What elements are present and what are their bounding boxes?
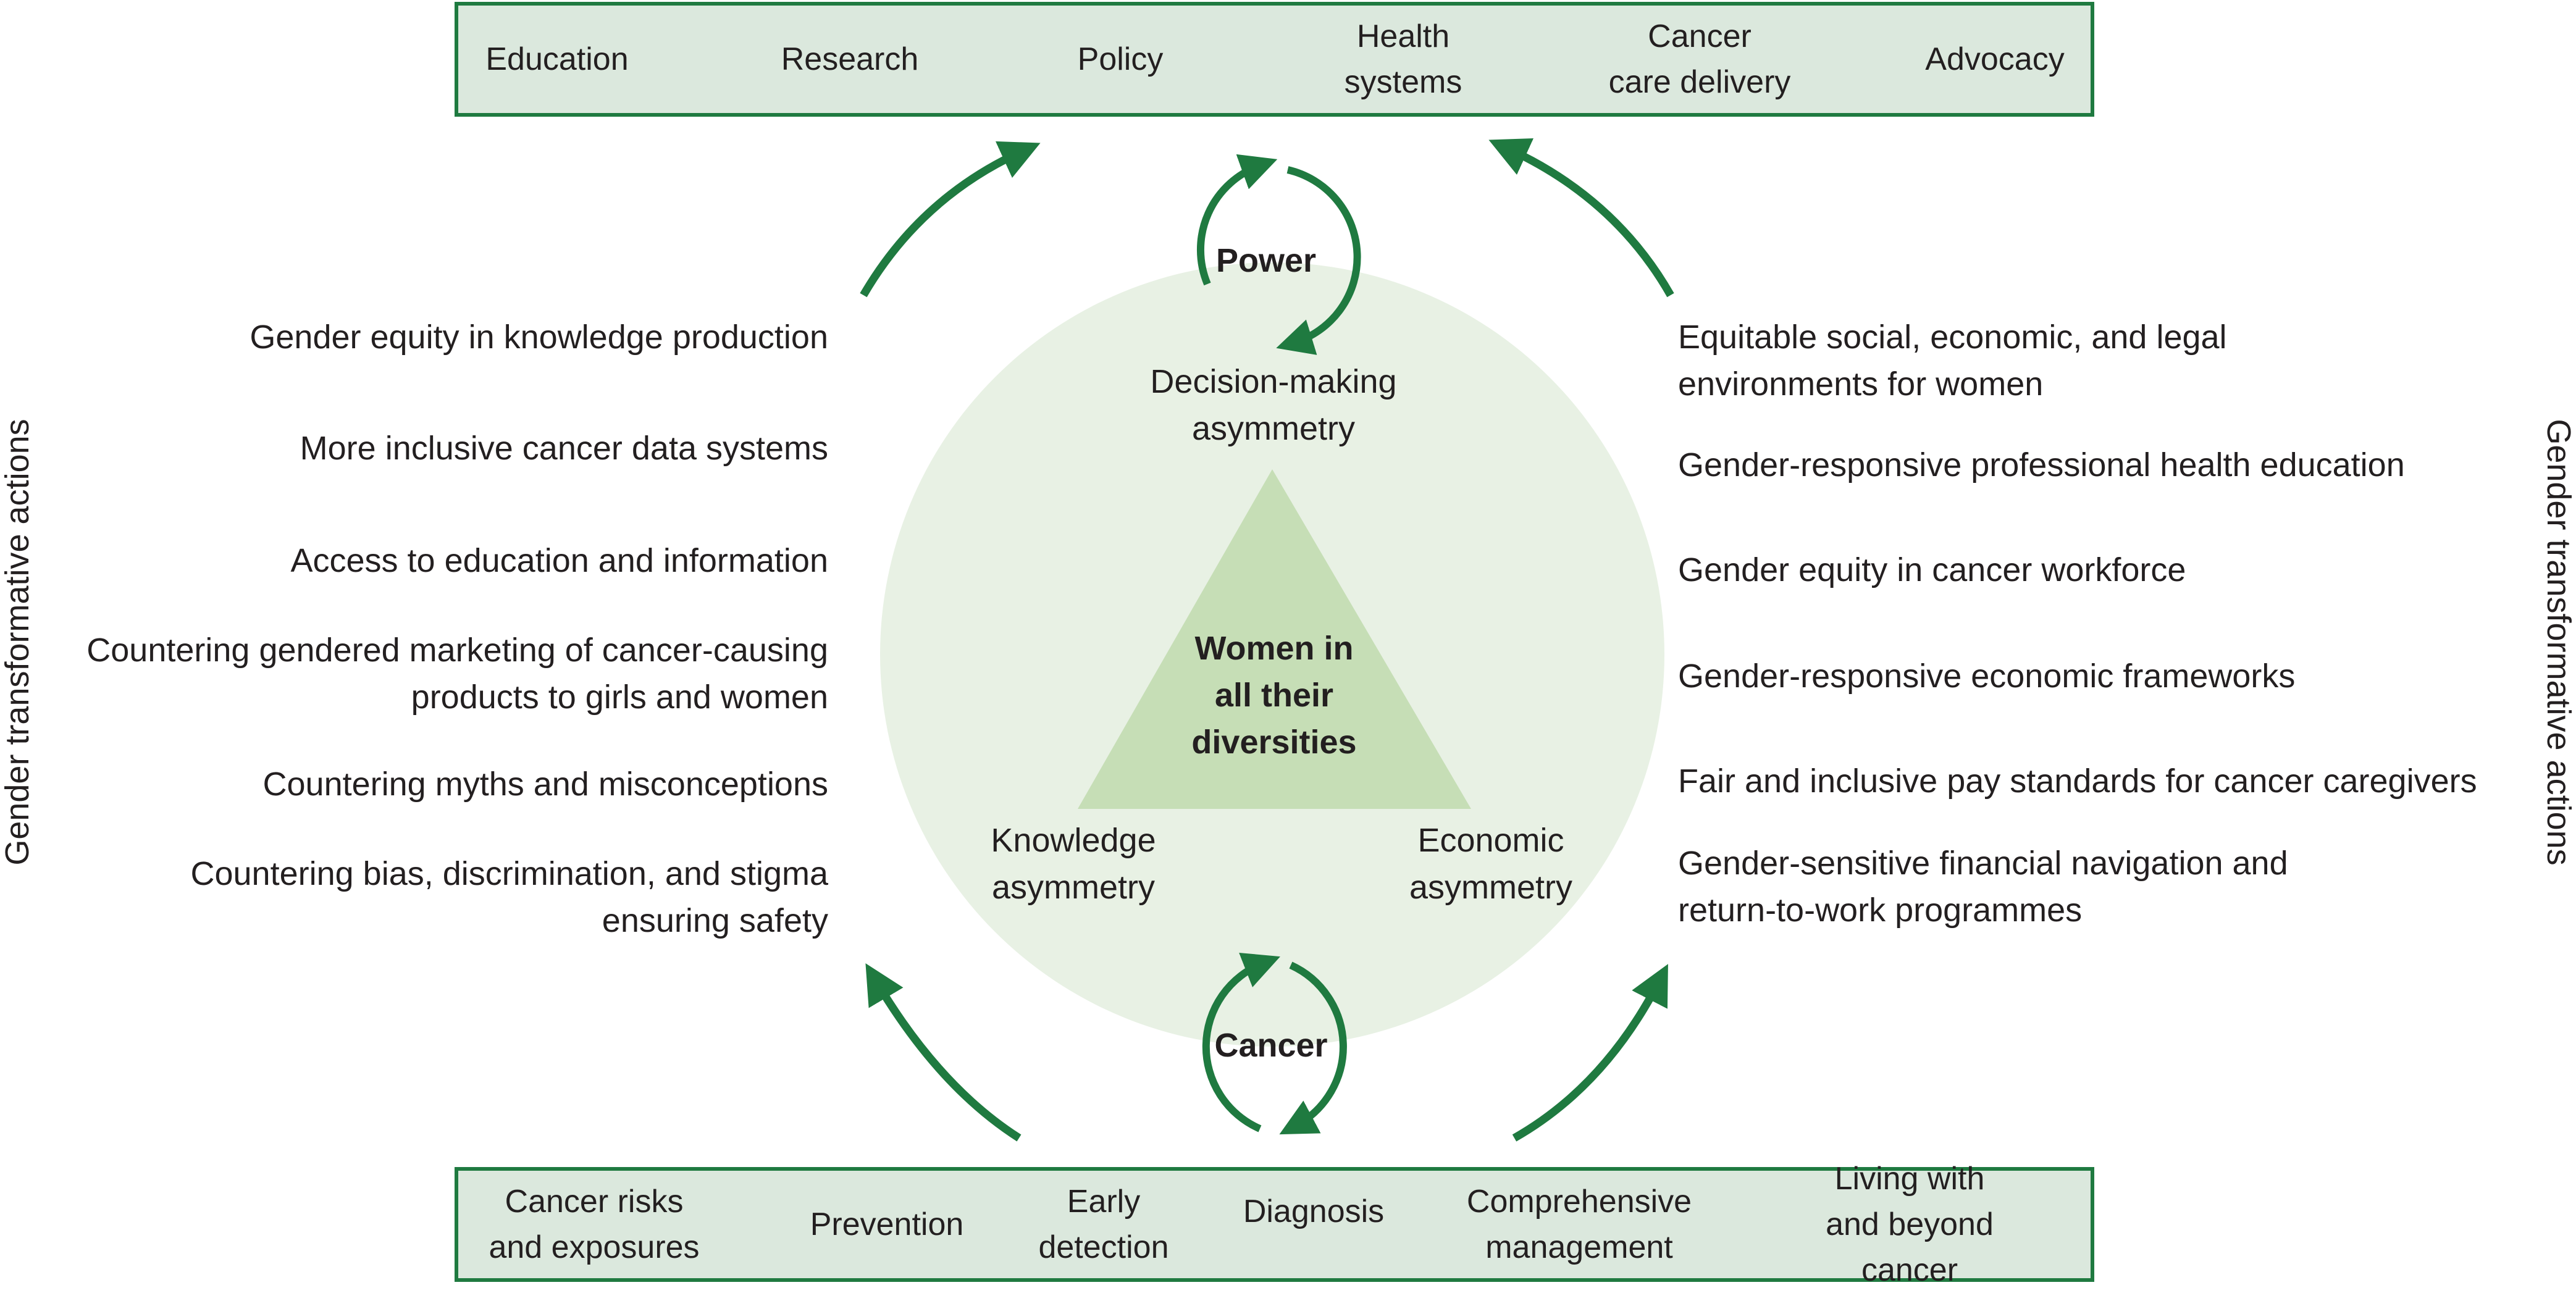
top-item-advocacy: Advocacy [1925,41,2065,77]
top-item-education: Education [485,41,629,77]
right-action-6: Gender-sensitive financial navigation an… [1678,845,2288,929]
top-item-health-systems: Health systems [1344,19,1462,100]
left-action-5: Countering myths and misconceptions [262,766,828,803]
arrow-left-up [860,141,1041,298]
triangle-label: Women in all their diversities [1191,630,1357,761]
arrow-right-down-up [1512,964,1668,1142]
cancer-cycle-arrow-1 [1202,953,1280,1132]
power-cycle-arrow-1 [1196,154,1278,286]
decision-making-label: Decision-making asymmetry [1150,363,1397,447]
bottom-item-living-with-beyond: Living with and beyond cancer [1826,1161,1994,1288]
left-action-4: Countering gendered marketing of cancer-… [86,632,828,716]
left-action-3: Access to education and information [290,542,828,579]
right-action-4: Gender-responsive economic frameworks [1678,658,2296,695]
bottom-item-prevention: Prevention [810,1207,964,1242]
knowledge-asymmetry-label: Knowledge asymmetry [991,822,1156,906]
left-action-2: More inclusive cancer data systems [300,430,828,467]
right-action-2: Gender-responsive professional health ed… [1678,446,2405,483]
top-item-cancer-care-delivery: Cancer care delivery [1608,19,1791,100]
power-label: Power [1215,242,1317,279]
top-item-policy: Policy [1077,41,1164,77]
top-domains-box: Education Research Policy Health systems… [455,2,2094,117]
bottom-continuum-box: Cancer risks and exposures Prevention Ea… [455,1161,2094,1288]
side-label-right: Gender transformative actions [2540,419,2576,866]
economic-asymmetry-label: Economic asymmetry [1409,822,1573,906]
bottom-item-comprehensive-management: Comprehensive management [1466,1184,1692,1265]
left-action-1: Gender equity in knowledge production [250,319,828,356]
right-action-1: Equitable social, economic, and legal en… [1678,319,2227,403]
cancer-cycle-arrow-2 [1279,961,1347,1135]
arrow-left-down-up [865,963,1022,1142]
side-label-left: Gender transformative actions [0,419,36,866]
center-triangle [1078,469,1471,809]
bottom-item-risks-exposures: Cancer risks and exposures [489,1184,700,1265]
arrow-right-up [1488,138,1674,298]
left-action-6: Countering bias, discrimination, and sti… [190,855,828,939]
right-action-3: Gender equity in cancer workforce [1678,551,2186,588]
cancer-label: Cancer [1214,1027,1328,1064]
bottom-item-early-detection: Early detection [1038,1184,1169,1265]
bottom-item-diagnosis: Diagnosis [1243,1194,1385,1230]
power-cycle-arrow-2 [1276,166,1361,355]
right-action-5: Fair and inclusive pay standards for can… [1678,763,2477,800]
top-item-research: Research [781,41,919,77]
